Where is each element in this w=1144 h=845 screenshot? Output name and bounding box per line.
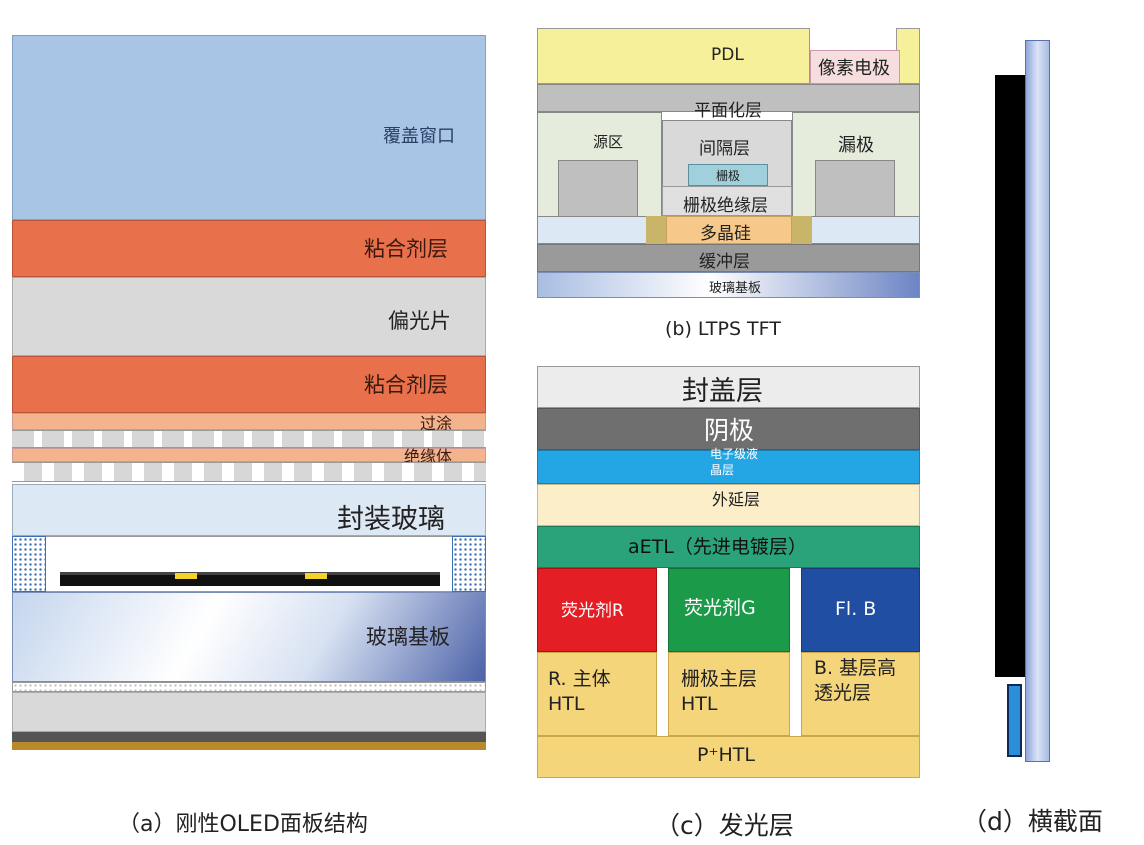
pixel-electrode-layer (810, 50, 900, 84)
overcoat-label: 过涂 (420, 414, 453, 433)
drain-label: 漏极 (838, 135, 874, 156)
source-contact (558, 160, 638, 220)
adhesive-layer-2 (12, 356, 486, 413)
polysilicon-channel (666, 216, 792, 244)
source-label: 源区 (593, 133, 624, 151)
planarization-layer (537, 84, 920, 112)
capping-layer (537, 366, 920, 408)
tft-glass-substrate (537, 272, 920, 298)
glass-substrate-label: 玻璃基板 (366, 625, 450, 649)
pdl-layer (537, 28, 810, 84)
pixel-electrode-label: 像素电极 (818, 58, 890, 79)
oled-pixel-1 (175, 573, 197, 579)
polarizer-layer (12, 277, 486, 356)
gate-label: 栅极 (716, 169, 741, 183)
encapsulation-glass-layer (12, 484, 486, 536)
cross-section-black-block (995, 75, 1028, 677)
adhesive-layer-2-label: 粘合剂层 (364, 373, 448, 397)
drain-contact (815, 160, 895, 220)
panel-a-caption: （a）刚性OLED面板结构 (118, 812, 368, 837)
host-r-layer (537, 652, 657, 736)
touch-tile-layer-2 (12, 462, 486, 482)
oled-pixel-2 (305, 573, 327, 579)
aetl-layer (537, 526, 920, 568)
tft-glass-substrate-label: 玻璃基板 (709, 281, 762, 296)
electron-liquid-crystal-label: 电子级液晶层 (710, 447, 759, 477)
phosphor-r-label: 荧光剂R (561, 601, 624, 621)
pdl-label: PDL (711, 45, 744, 65)
host-g-label: 栅极主层HTL (681, 668, 758, 715)
backplate-dark-layer (12, 732, 486, 742)
backplate-dotted-layer (12, 682, 486, 692)
phosphor-g-layer (668, 568, 790, 652)
encapsulation-glass-label: 封装玻璃 (337, 504, 445, 535)
planarization-label: 平面化层 (694, 101, 762, 121)
electron-liquid-crystal-layer (537, 450, 920, 484)
host-b-label: B. 基层高透光层 (814, 657, 897, 704)
host-r-label: R. 主体HTL (548, 668, 611, 715)
phosphor-b-label: Fl. B (835, 598, 877, 620)
insulator-label: 绝缘体 (404, 447, 453, 466)
panel-b-caption: (b) LTPS TFT (665, 318, 781, 340)
spacer-label: 间隔层 (699, 139, 750, 159)
panel-c-caption: （c）发光层 (655, 811, 794, 840)
epitaxial-layer (537, 484, 920, 526)
buffer-layer (537, 244, 920, 272)
panel-d-caption: （d）横截面 (962, 807, 1103, 836)
polysilicon-doped-left (646, 216, 666, 244)
gate-electrode (688, 164, 768, 186)
phosphor-g-label: 荧光剂G (684, 597, 756, 619)
polarizer-label: 偏光片 (388, 309, 451, 333)
p-htl-layer (537, 736, 920, 778)
adhesive-layer-1-label: 粘合剂层 (364, 237, 448, 261)
gate-insulator-layer (662, 186, 792, 216)
oled-device-strip (60, 572, 440, 586)
buffer-label: 缓冲层 (699, 252, 750, 272)
epitaxial-label: 外延层 (712, 490, 761, 509)
cross-section-glass-strip (1025, 40, 1050, 762)
glass-substrate-layer (12, 592, 486, 682)
p-htl-label: P⁺HTL (697, 744, 755, 766)
cathode-layer (537, 408, 920, 450)
polysilicon-label: 多晶硅 (700, 224, 751, 244)
gate-insulator-label: 栅极绝缘层 (683, 196, 768, 216)
phosphor-b-layer (801, 568, 920, 652)
backplate-gold-layer (12, 742, 486, 750)
frit-seal-left (12, 536, 46, 592)
aetl-label: aETL（先进电镀层） (628, 536, 807, 558)
polysilicon-doped-right (792, 216, 812, 244)
backplate-gray-layer (12, 692, 486, 732)
overcoat-layer (12, 413, 486, 430)
phosphor-r-layer (537, 568, 657, 652)
insulator-layer (12, 448, 486, 462)
capping-label: 封盖层 (682, 376, 763, 407)
host-b-layer (801, 652, 920, 736)
cathode-label: 阴极 (704, 416, 755, 445)
cover-window-label: 覆盖窗口 (383, 126, 455, 147)
touch-tile-layer-1 (12, 430, 486, 448)
adhesive-layer-1 (12, 220, 486, 277)
host-g-layer (668, 652, 790, 736)
cross-section-blue-block (1007, 684, 1022, 757)
frit-seal-right (452, 536, 486, 592)
cover-window-layer (12, 35, 486, 220)
